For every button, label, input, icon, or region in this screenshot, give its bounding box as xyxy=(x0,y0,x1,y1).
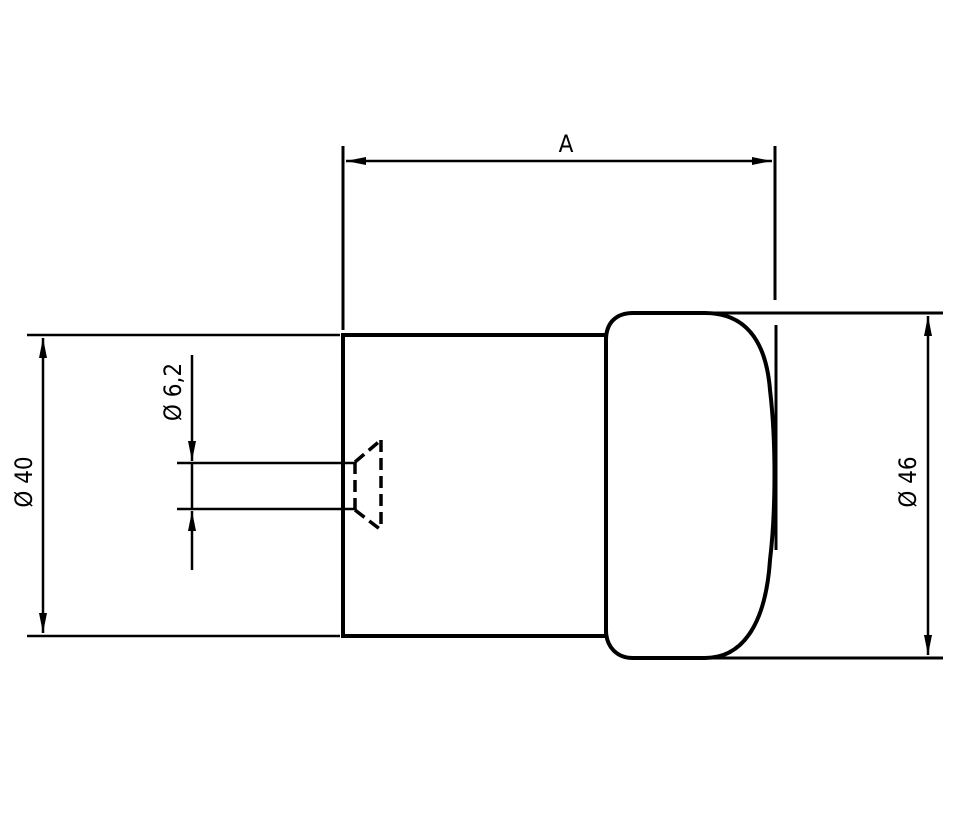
dimension-hole-diameter: Ø 6,2 xyxy=(159,355,356,570)
dimension-a-label: A xyxy=(559,130,574,158)
hole-diameter-label: Ø 6,2 xyxy=(159,363,187,421)
left-diameter-label: Ø 40 xyxy=(10,456,38,507)
dimension-a: A xyxy=(341,130,777,330)
knob-head xyxy=(604,311,777,660)
dimension-left-diameter: Ø 40 xyxy=(10,333,340,638)
dimension-right-diameter: Ø 46 xyxy=(705,311,943,660)
right-diameter-label: Ø 46 xyxy=(894,456,922,507)
hidden-countersink-hole xyxy=(353,438,383,532)
